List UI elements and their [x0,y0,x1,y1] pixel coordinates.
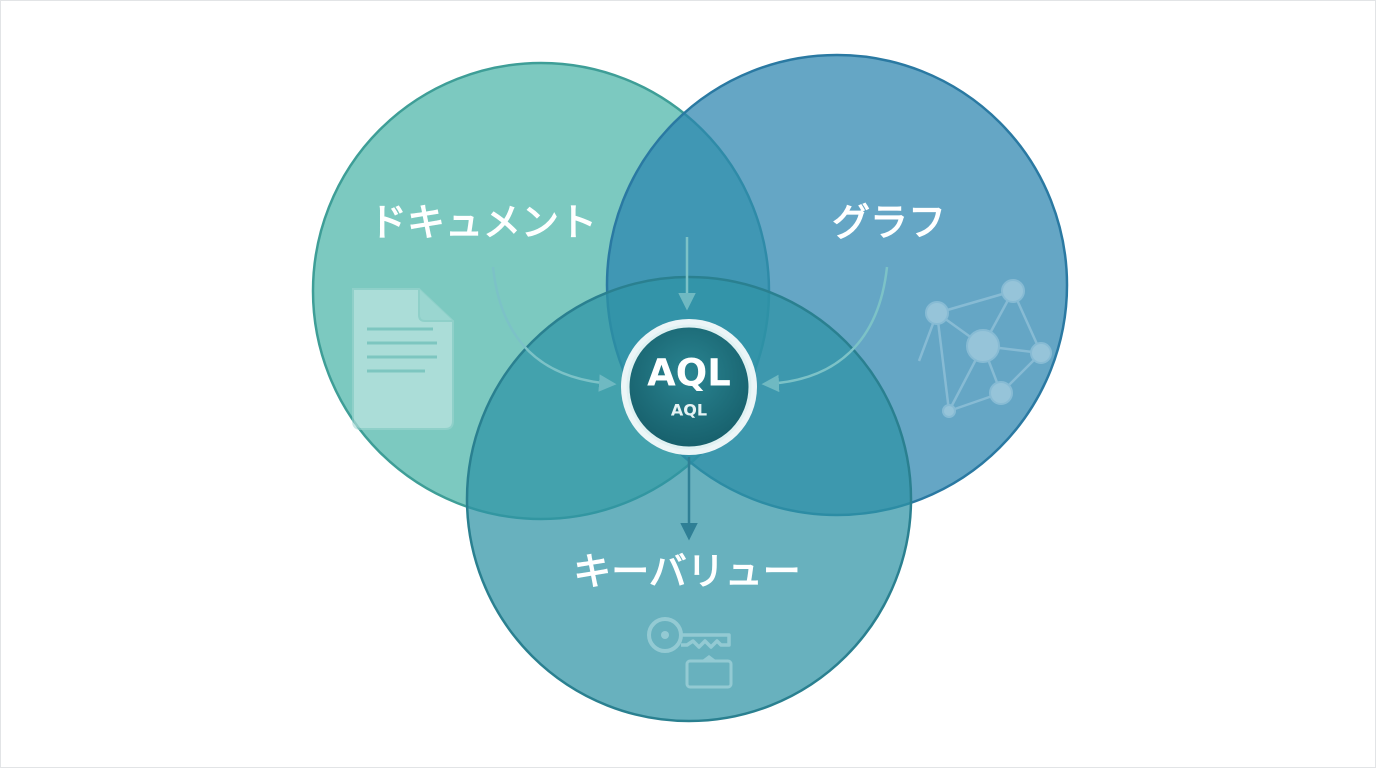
arrow-from-graph [761,266,889,393]
aql-subtitle: AQL [671,401,707,420]
graph-label: グラフ [832,201,946,245]
document-icon [352,288,454,430]
document-label: ドキュメント [369,201,597,245]
aql-title: AQL [647,352,731,395]
key-value-label: キーバリュー [573,550,801,594]
aql-center-node: AQL AQL [621,319,757,455]
graph-network-icon [917,279,1052,418]
arrow-from-document [491,266,617,392]
key-icon [647,617,733,689]
